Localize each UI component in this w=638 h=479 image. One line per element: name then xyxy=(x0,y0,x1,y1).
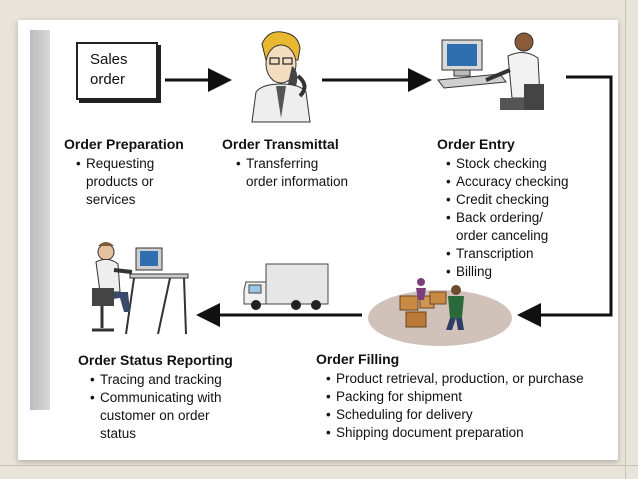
bullet-line: order information xyxy=(246,174,349,189)
bullet-line: products or xyxy=(86,174,154,189)
bullet-line: •Requesting xyxy=(76,156,155,171)
bullet-line: •Packing for shipment xyxy=(326,389,463,404)
warehouse-workers-icon xyxy=(368,278,512,346)
bullet-line: order canceling xyxy=(456,228,549,243)
slide-left-bar xyxy=(30,30,50,410)
bullet-line: services xyxy=(86,192,136,207)
bullet-line: •Tracing and tracking xyxy=(90,372,222,387)
bullet-line: •Credit checking xyxy=(446,192,550,207)
sales-doc-line2: order xyxy=(90,71,126,88)
order-status-reporting-title: Order Status Reporting xyxy=(78,352,233,368)
bullet-line: •Accuracy checking xyxy=(446,174,569,189)
bullet-line: •Product retrieval, production, or purch… xyxy=(326,371,584,386)
bullet-line: •Stock checking xyxy=(446,156,547,171)
order-transmittal-title: Order Transmittal xyxy=(222,136,339,152)
document-icon: Sales order xyxy=(76,42,158,100)
person-on-phone-icon xyxy=(251,31,311,123)
order-transmittal-details: •Transferring order information xyxy=(236,155,348,191)
bullet-line: customer on order xyxy=(100,408,210,423)
bullet-line: •Shipping document preparation xyxy=(326,425,524,440)
order-filling-details: •Product retrieval, production, or purch… xyxy=(326,370,584,442)
arrow-entry-to-filling xyxy=(517,75,613,327)
bullet-line: •Scheduling for delivery xyxy=(326,407,473,422)
flow-arrows xyxy=(165,68,613,327)
order-filling-title: Order Filling xyxy=(316,351,400,367)
bullet-line: status xyxy=(100,426,137,441)
order-status-reporting-details: •Tracing and tracking •Communicating wit… xyxy=(90,371,222,443)
truck-icon xyxy=(243,263,329,310)
bullet-line: •Communicating with xyxy=(90,390,222,405)
order-preparation-title: Order Preparation xyxy=(64,136,184,152)
bullet-line: •Billing xyxy=(446,264,493,279)
frame-right-line xyxy=(625,0,626,479)
order-entry-title: Order Entry xyxy=(437,136,515,152)
person-at-computer-icon xyxy=(437,32,544,110)
bullet-line: •Transferring xyxy=(236,156,319,171)
frame-bottom-line xyxy=(0,465,638,466)
bullet-line: •Transcription xyxy=(446,246,534,261)
bullet-line: •Back ordering/ xyxy=(446,210,544,225)
person-at-desk-icon xyxy=(92,242,189,335)
sales-doc-line1: Sales xyxy=(90,51,128,68)
order-entry-details: •Stock checking •Accuracy checking •Cred… xyxy=(446,155,569,281)
order-preparation-details: •Requesting products or services xyxy=(76,155,154,209)
